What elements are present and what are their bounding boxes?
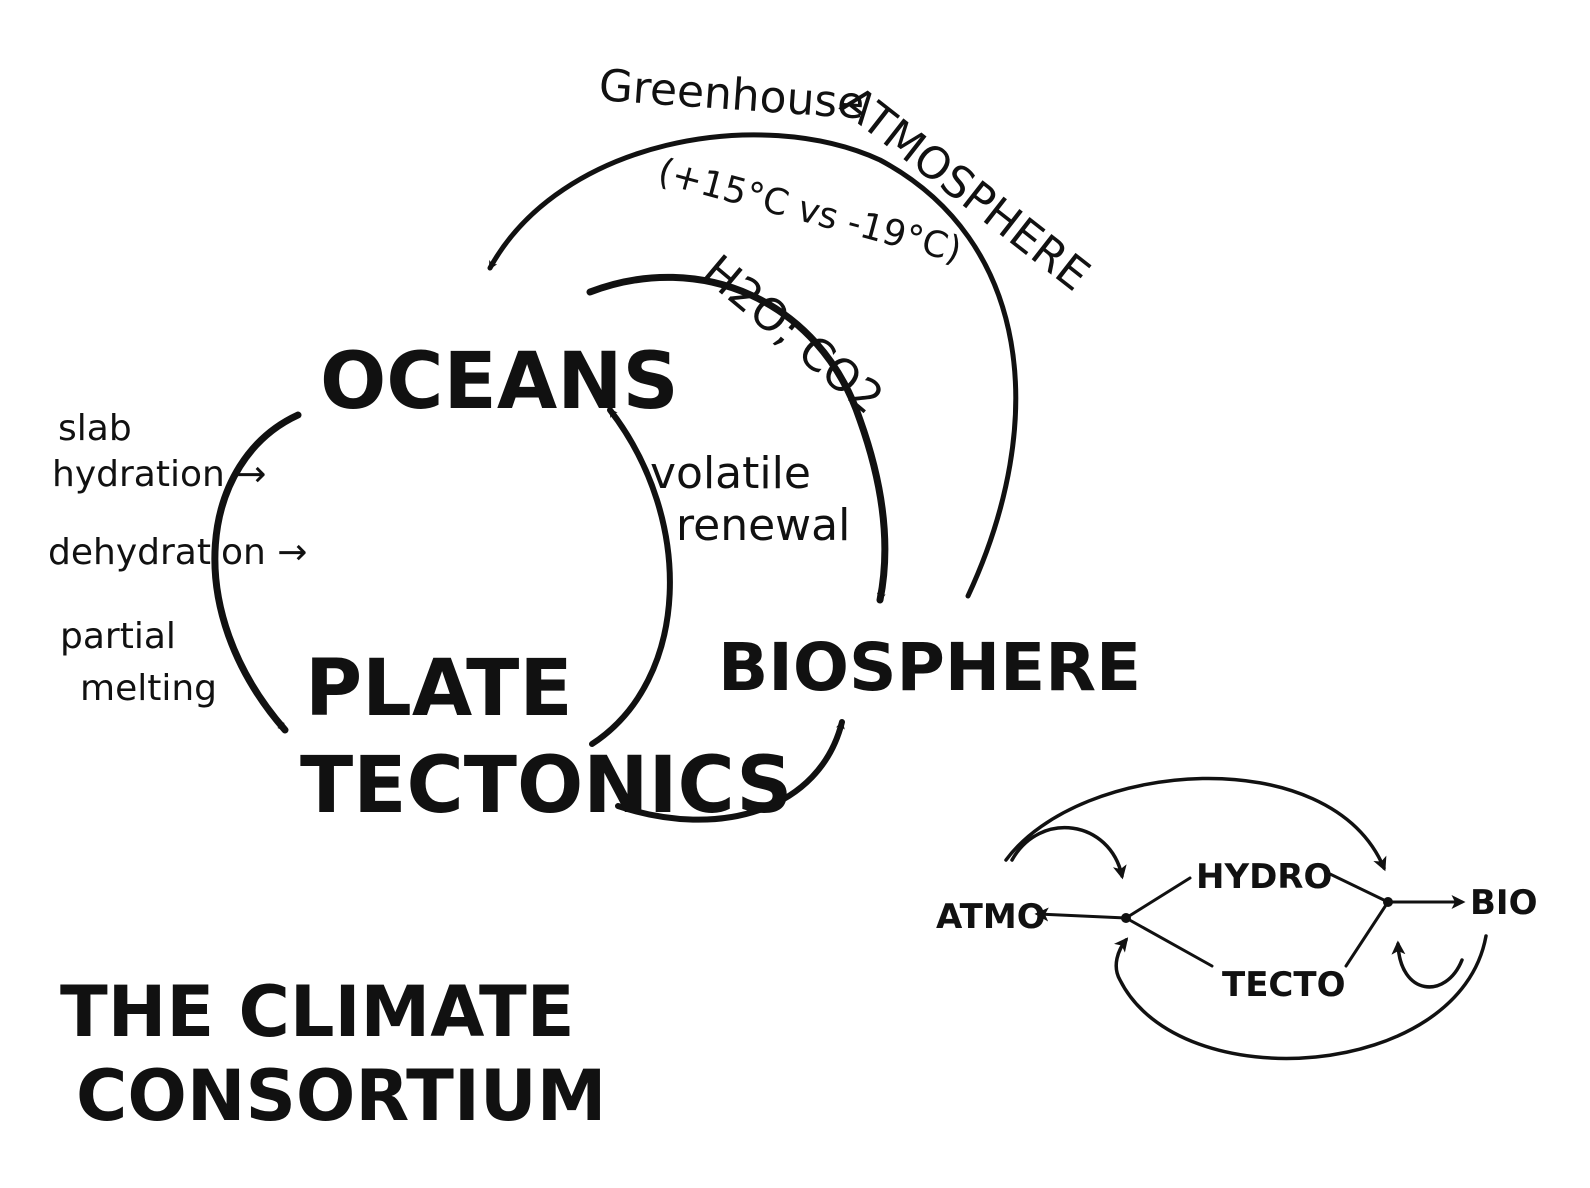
mini-diagram: ATMO HYDRO TECTO BIO [936, 776, 1537, 1061]
label-atmosphere: ATMOSPHERE [831, 76, 1099, 301]
label-volatile: volatile [650, 448, 811, 499]
mini-arc-bio-to-left [1113, 934, 1488, 1061]
mini-arc-atmo-to-junction [1010, 825, 1127, 880]
mini-arc-atmo-to-bio [1004, 776, 1387, 872]
label-slab: slab [58, 408, 132, 449]
mini-label-tecto: TECTO [1222, 965, 1345, 1005]
node-biosphere: BIOSPHERE [718, 629, 1141, 706]
mini-arrow-to-atmo [1034, 907, 1128, 922]
label-renewal: renewal [676, 500, 850, 551]
mini-line-hydro-to-left-junction [1124, 876, 1192, 920]
mini-label-bio: BIO [1470, 883, 1537, 923]
arrow-oceans-to-tectonics [211, 411, 302, 734]
mini-line-tecto-to-left-junction [1124, 916, 1214, 968]
label-greenhouse: Greenhouse [597, 60, 866, 129]
label-dehydration: dehydration → [48, 532, 307, 573]
arrow-volatile-renewal-to-oceans [589, 407, 673, 747]
mini-arc-bio-self [1391, 940, 1464, 989]
node-tectonics: TECTONICS [300, 741, 792, 831]
mini-label-atmo: ATMO [936, 897, 1046, 937]
label-partial: partial [60, 616, 176, 657]
arrow-biosphere-to-oceans-atmosphere [487, 132, 1019, 599]
label-melting: melting [80, 668, 217, 709]
arrow-tectonics-to-biosphere [615, 719, 845, 823]
mini-label-hydro: HYDRO [1196, 857, 1332, 897]
mini-line-tecto-to-right-junction [1344, 900, 1390, 968]
mini-line-hydro-to-right-junction [1328, 872, 1390, 904]
label-h2o-co2: H2O; CO2 [693, 245, 893, 424]
node-plate: PLATE [305, 644, 573, 734]
title-line-2: CONSORTIUM [76, 1055, 606, 1137]
node-oceans: OCEANS [320, 337, 679, 427]
title-line-1: THE CLIMATE [60, 971, 575, 1053]
arrow-h2o-co2-to-biosphere [586, 273, 889, 604]
label-hydration: hydration → [52, 454, 266, 495]
